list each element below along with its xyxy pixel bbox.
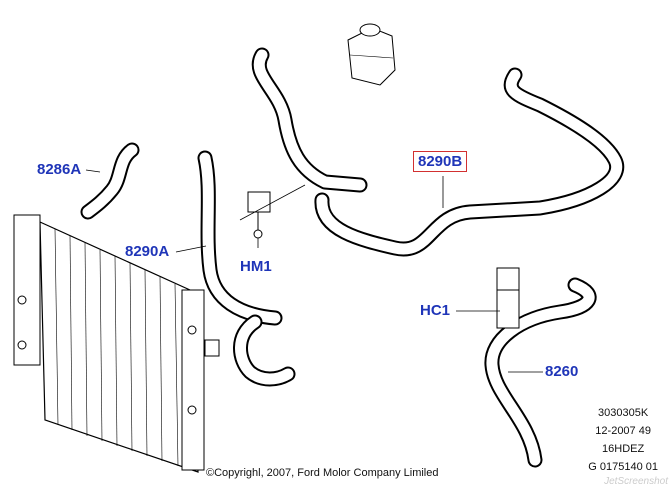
label-8260: 8260 bbox=[545, 363, 579, 380]
coolant-reservoir bbox=[347, 23, 396, 86]
label-8286A: 8286A bbox=[37, 161, 82, 178]
hose-8286A bbox=[80, 142, 140, 220]
clamp-hc1 bbox=[496, 267, 520, 329]
label-8290B: 8290B bbox=[413, 151, 468, 172]
label-hm1: HM1 bbox=[240, 258, 272, 275]
meta-line-4: G 0175140 01 bbox=[588, 461, 658, 473]
hose-8260 bbox=[484, 277, 597, 468]
radiator bbox=[13, 214, 220, 473]
clamp-hm1 bbox=[247, 191, 271, 239]
hose-8290B bbox=[251, 47, 625, 257]
meta-line-3: 16HDEZ bbox=[602, 443, 645, 455]
watermark: JetScreenshot bbox=[604, 476, 668, 487]
meta-line-1: 3030305K bbox=[598, 407, 649, 419]
label-8290A: 8290A bbox=[125, 243, 170, 260]
hose-8290A bbox=[197, 150, 296, 387]
drawing-metadata: 3030305K 12-2007 49 16HDEZ G 0175140 01 bbox=[588, 404, 658, 476]
label-hc1: HC1 bbox=[420, 302, 451, 319]
meta-line-2: 12-2007 49 bbox=[595, 425, 651, 437]
leader-lines bbox=[85, 169, 543, 373]
copyright-notice: ©Copyrighl, 2007, Ford Molor Company Lim… bbox=[206, 467, 439, 479]
